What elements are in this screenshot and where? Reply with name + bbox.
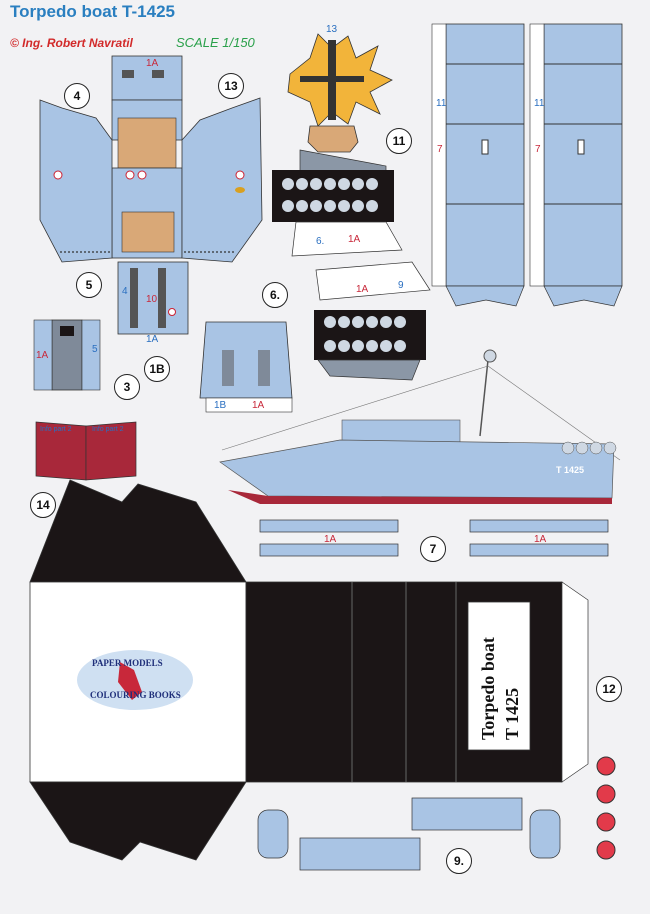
part-11-right-panel <box>529 23 623 307</box>
label-11-right: 11 <box>534 98 545 109</box>
part-5-cabin <box>33 319 101 391</box>
part-number-4: 4 <box>64 83 90 109</box>
part-number-6: 6. <box>262 282 288 308</box>
part-12-discs <box>596 756 616 860</box>
hull-number: T 1425 <box>556 465 585 475</box>
part-7-strips <box>259 519 609 557</box>
label-6-9: 9 <box>398 280 404 291</box>
name-plate: Torpedo boat T 1425 <box>476 637 524 740</box>
label-6-1a: 1A <box>348 234 361 245</box>
label-4-4: 4 <box>122 286 128 297</box>
part-9-pieces <box>257 797 561 871</box>
boat-illustration <box>219 349 621 504</box>
label-info-part-2: Info part 2 <box>40 426 72 433</box>
part-number-13: 13 <box>218 73 244 99</box>
label-deck-1a-left: 1A <box>324 534 337 545</box>
part-1b-block <box>199 321 293 413</box>
label-6-1a-rot: 1A <box>356 284 369 295</box>
label-4-10: 10 <box>146 294 158 305</box>
label-1b-b: 1A <box>252 400 265 411</box>
label-6: 6. <box>316 236 325 247</box>
name-plate-line-1: Torpedo boat <box>478 637 498 740</box>
label-7-right: 7 <box>535 144 541 155</box>
label-7-left: 7 <box>437 144 443 155</box>
logo-line-2: COLOURING BOOKS <box>90 690 181 700</box>
label-13: 13 <box>326 24 338 35</box>
part-number-7: 7 <box>420 536 446 562</box>
label-11-left: 11 <box>436 98 447 109</box>
part-number-3: 3 <box>114 374 140 400</box>
part-4-superstructure <box>39 55 263 335</box>
part-number-9: 9. <box>446 848 472 874</box>
author-credit: © Ing. Robert Navratil <box>10 36 133 50</box>
label-info-part-2b: Info part 2 <box>92 426 124 433</box>
part-number-14: 14 <box>30 492 56 518</box>
page-title: Torpedo boat T-1425 <box>10 2 175 21</box>
part-number-5: 5 <box>76 272 102 298</box>
name-plate-line-2: T 1425 <box>502 687 522 740</box>
label-4-1a: 1A <box>146 334 159 345</box>
part-6-upper <box>272 149 403 257</box>
label-5-5: 5 <box>92 344 98 355</box>
part-number-12: 12 <box>596 676 622 702</box>
label-5-1a: 1A <box>36 350 49 361</box>
scale-label: SCALE 1/150 <box>176 35 255 50</box>
logo-line-1: PAPER MODELS <box>92 658 163 668</box>
label-1b-a: 1B <box>214 400 227 411</box>
part-number-1b: 1B <box>144 356 170 382</box>
part-11-left-panel <box>431 23 525 307</box>
label-deck-1a-right: 1A <box>534 534 547 545</box>
part-13-star <box>287 33 393 153</box>
label-1a-top: 1A <box>146 58 159 69</box>
part-6-lower <box>314 261 431 381</box>
part-3-tabs <box>35 421 137 481</box>
part-number-11: 11 <box>386 128 412 154</box>
